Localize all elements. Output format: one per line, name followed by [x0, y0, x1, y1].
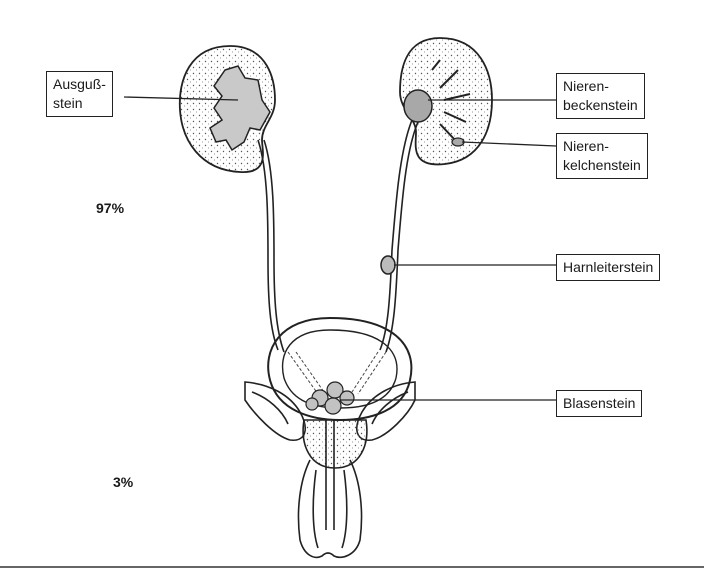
label-nierenbeckenstein: Nieren- beckenstein: [556, 73, 645, 119]
leader-lines: [123, 96, 557, 401]
ureter-stone: [380, 255, 396, 275]
label-ausguss-stein: Ausguß- stein: [46, 71, 113, 117]
left-kidney: [178, 45, 276, 173]
label-nierenkelchenstein: Nieren- kelchenstein: [556, 133, 648, 179]
bladder: [267, 316, 413, 422]
percentage-lower: 3%: [113, 474, 134, 490]
prostate: [302, 419, 368, 469]
percentage-upper: 97%: [96, 200, 125, 216]
ureters: [257, 119, 419, 353]
urethra: [297, 420, 363, 559]
bottom-divider: [0, 566, 704, 568]
right-kidney: [399, 37, 493, 166]
label-harnleiterstein: Harnleiterstein: [556, 254, 661, 281]
renal-pelvis-stone: [403, 89, 433, 123]
label-blasenstein: Blasenstein: [556, 390, 643, 417]
bladder-stones: [305, 381, 355, 415]
staghorn-stone: [209, 65, 271, 152]
